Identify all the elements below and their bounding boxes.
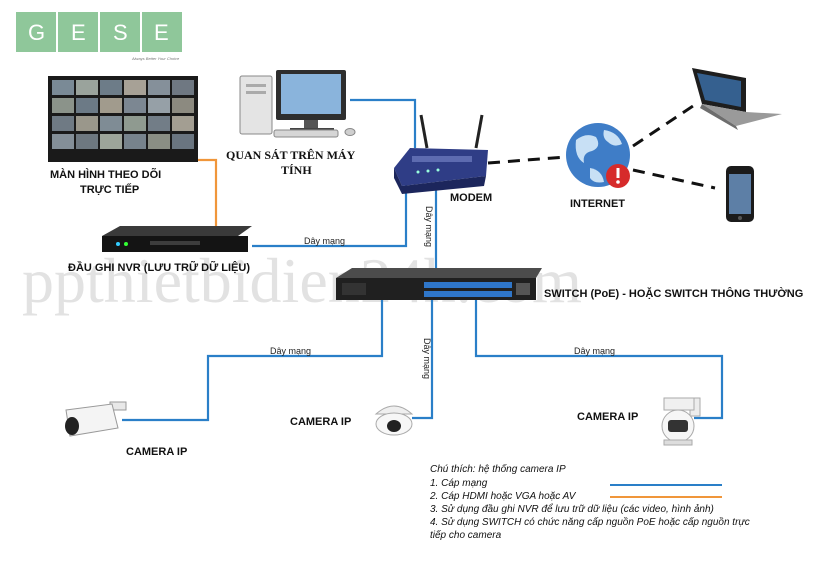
- cable-label-camera-left: Dây mạng: [270, 346, 311, 356]
- modem-router-icon: [394, 114, 488, 194]
- switch-label: SWITCH (PoE) - HOẶC SWITCH THÔNG THƯỜNG: [544, 287, 803, 300]
- pc-label-line2: TÍNH: [281, 163, 312, 177]
- modem-label: MODEM: [450, 192, 492, 204]
- pc-label: QUAN SÁT TRÊN MÁY: [226, 148, 356, 162]
- cable-label-nvr-modem: Dây mạng: [304, 236, 345, 246]
- monitor-wall-label: MÀN HÌNH THEO DÕI: [50, 168, 161, 181]
- legend-item: 1. Cáp mạng: [430, 478, 488, 489]
- monitor-wall-label-line2: TRỰC TIẾP: [80, 183, 139, 196]
- nvr-recorder-icon: [102, 226, 252, 252]
- internet-label: INTERNET: [570, 198, 625, 210]
- nvr-label: ĐẦU GHI NVR (LƯU TRỮ DỮ LIỆU): [68, 261, 250, 274]
- logo-letter: E: [71, 20, 86, 45]
- switch-camera-left-cable: [122, 300, 384, 422]
- camera-mid-label: CAMERA IP: [290, 416, 351, 428]
- internet-phone-link: [632, 168, 716, 190]
- cables: [122, 98, 724, 422]
- legend: Chú thích: hệ thống camera IP 1. Cáp mạn…: [429, 463, 750, 541]
- logo-letter: G: [28, 20, 45, 45]
- cable-label-camera-right: Dây mạng: [574, 346, 615, 356]
- dome-camera-icon: [374, 405, 414, 436]
- laptop-icon: [692, 68, 782, 130]
- cable-label-camera-mid: Dây mạng: [422, 338, 432, 379]
- legend-title: Chú thích: hệ thống camera IP: [430, 463, 566, 475]
- nvr-modem-cable: [252, 182, 408, 248]
- legend-item: 3. Sử dụng đầu ghi NVR để lưu trữ dữ liệ…: [430, 503, 714, 515]
- logo-letter: S: [113, 20, 128, 45]
- gese-logo: G E S E Always Better Your Choice: [16, 12, 182, 61]
- smartphone-icon: [726, 166, 754, 222]
- switch-camera-mid-cable: [412, 300, 434, 420]
- bullet-camera-icon: [65, 401, 127, 437]
- logo-tagline: Always Better Your Choice: [131, 56, 180, 61]
- modem-internet-link: [487, 155, 567, 165]
- camera-left-label: CAMERA IP: [126, 446, 187, 458]
- ptz-camera-icon: [661, 397, 701, 446]
- cable-label-modem-switch: Dây mạng: [424, 206, 434, 247]
- internet-laptop-link: [632, 102, 697, 148]
- monitor-wall-icon: [48, 76, 198, 162]
- logo-letter: E: [154, 20, 169, 45]
- switch-camera-right-cable: [474, 300, 724, 420]
- pc-modem-cable: [350, 98, 417, 148]
- legend-item: 2. Cáp HDMI hoặc VGA hoặc AV: [429, 491, 577, 502]
- desktop-pc-icon: [239, 70, 356, 138]
- internet-globe-icon: [566, 123, 630, 188]
- legend-item: 4. Sử dụng SWITCH có chức năng cấp nguồn…: [430, 516, 750, 528]
- camera-right-label: CAMERA IP: [577, 411, 638, 423]
- poe-switch-icon: [336, 268, 542, 300]
- legend-item: tiếp cho camera: [430, 529, 502, 541]
